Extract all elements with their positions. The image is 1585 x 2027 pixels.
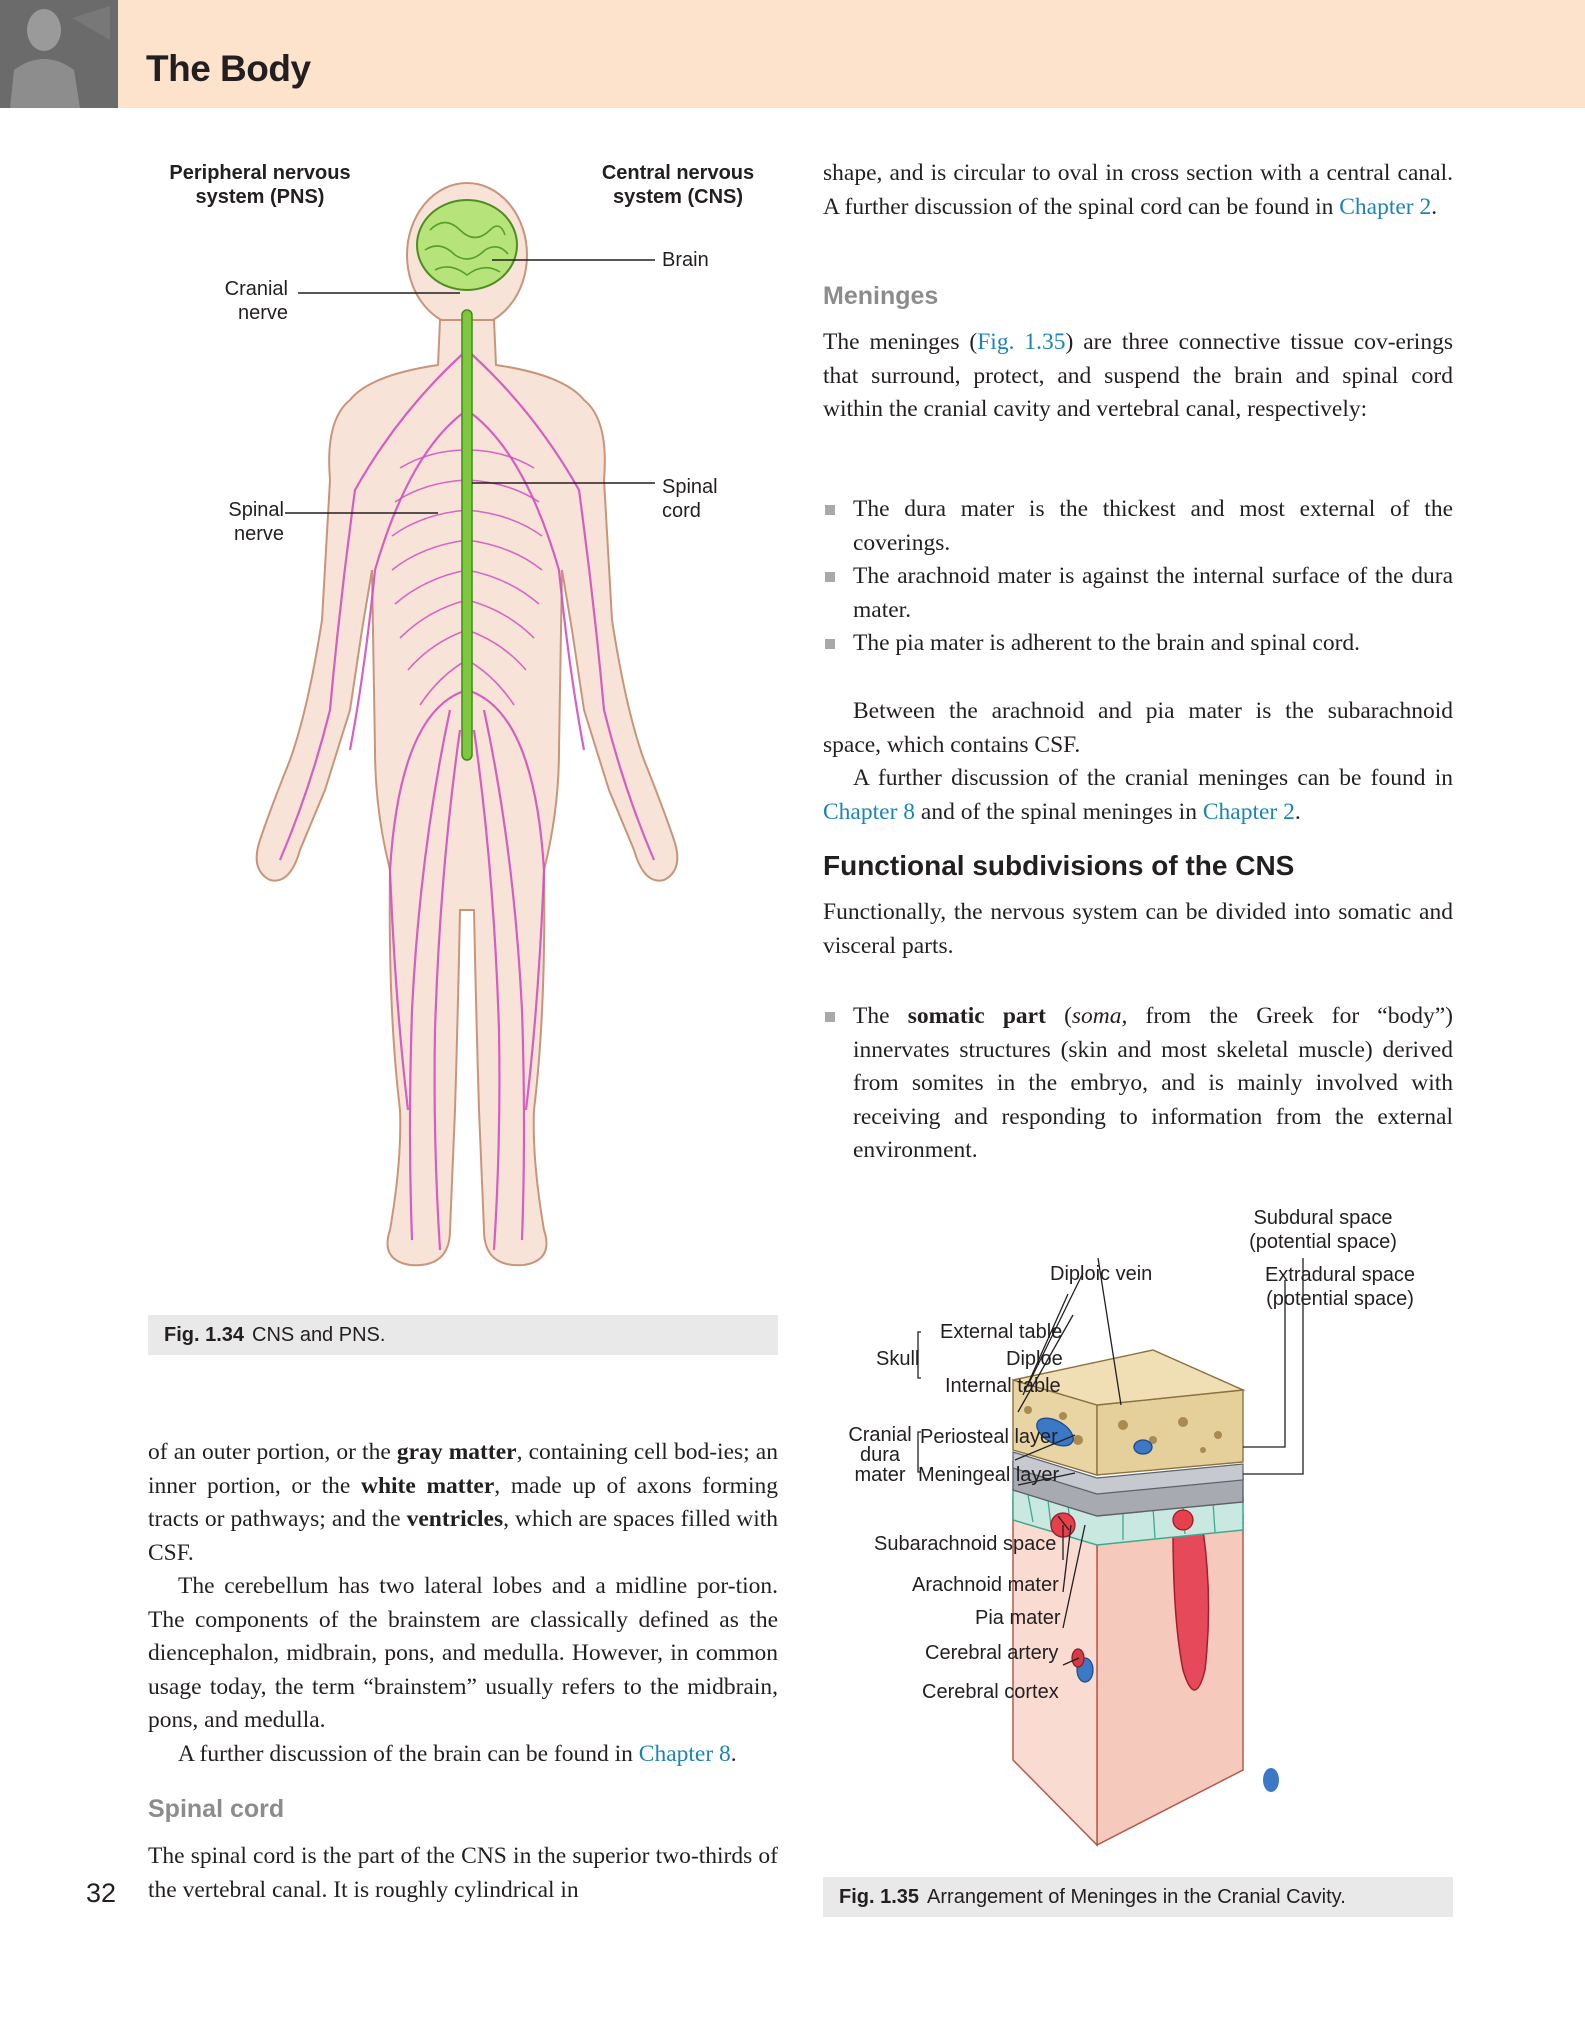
external-table-label: External table (940, 1321, 1063, 1343)
list-item: The arachnoid mater is against the inter… (823, 560, 1453, 627)
cranial-nerve-label: Cranial nerve (224, 278, 288, 324)
fig-1-35-link[interactable]: Fig. 1.35 (977, 329, 1066, 355)
pia-mater-label: Pia mater (975, 1607, 1061, 1629)
spinal-nerve-label: Spinal nerve (228, 499, 284, 545)
page-header: The Body (0, 0, 1585, 108)
subarachnoid-paragraphs: Between the arachnoid and pia mater is t… (823, 698, 1453, 825)
arachnoid-mater-label: Arachnoid mater (912, 1574, 1059, 1596)
figure-number: Fig. 1.34 (164, 1324, 245, 1346)
cns-label: Central nervous system (CNS) (601, 162, 755, 208)
page-title: The Body (146, 48, 311, 89)
diploe-label: Diploe (1006, 1348, 1063, 1370)
figure-1-34-caption: Fig. 1.34 CNS and PNS. (148, 1315, 778, 1355)
meninges-paragraph: The meninges (Fig. 1.35) are three conne… (823, 329, 1453, 422)
meningeal-layer-label: Meningeal layer (918, 1464, 1060, 1486)
header-thumbnail-image (0, 0, 118, 108)
pns-label: Peripheral nervous system (PNS) (169, 162, 351, 208)
chapter-8-link[interactable]: Chapter 8 (823, 798, 916, 825)
chapter-8-link[interactable]: Chapter 8 (638, 1740, 731, 1767)
spinal-cord-heading: Spinal cord (148, 1795, 285, 1823)
subdural-space-label: Subdural space (potential space) (1249, 1207, 1397, 1253)
internal-table-label: Internal table (945, 1375, 1061, 1397)
list-item: The dura mater is the thickest and most … (823, 493, 1453, 560)
figure-1-35-caption: Fig. 1.35 Arrangement of Meninges in the … (823, 1877, 1453, 1917)
chapter-2-link[interactable]: Chapter 2 (1339, 193, 1432, 220)
cerebral-artery-label: Cerebral artery (925, 1642, 1059, 1664)
brain-label: Brain (662, 249, 709, 271)
functional-subdivisions-heading: Functional subdivisions of the CNS (823, 850, 1295, 881)
skull-label: Skull (876, 1348, 920, 1370)
meninges-heading: Meninges (823, 282, 939, 310)
chapter-2-link[interactable]: Chapter 2 (1202, 798, 1295, 825)
meninges-bullet-list: The dura mater is the thickest and most … (823, 493, 1453, 661)
somatic-bullet-list: The somatic part (soma, from the Greek f… (823, 1000, 1453, 1168)
spinal-cord-paragraph: The spinal cord is the part of the CNS i… (148, 1843, 778, 1903)
paragraph: The cerebellum has two lateral lobes and… (148, 1573, 778, 1733)
cranial-dura-mater-label: Cranial dura mater (848, 1424, 912, 1486)
extradural-space-label: Extradural space (potential space) (1264, 1264, 1416, 1310)
caption-text: Arrangement of Meninges in the Cranial C… (927, 1886, 1346, 1908)
left-column-text: of an outer portion, or the gray matter,… (148, 1436, 778, 1771)
figure-1-34-nervous-system (255, 182, 679, 1267)
functional-paragraph: Functionally, the nervous system can be … (823, 899, 1453, 959)
cerebral-cortex-label: Cerebral cortex (922, 1681, 1059, 1703)
diploic-vein-label: Diploic vein (1050, 1263, 1153, 1285)
page-number: 32 (86, 1878, 117, 1908)
figure-1-35-meninges (917, 1257, 1304, 1847)
subarachnoid-space-label: Subarachnoid space (874, 1533, 1057, 1555)
paragraph: of an outer portion, or the gray matter,… (148, 1439, 779, 1566)
periosteal-layer-label: Periosteal layer (920, 1426, 1058, 1448)
figure-number: Fig. 1.35 (839, 1886, 920, 1908)
list-item: The somatic part (soma, from the Greek f… (823, 1000, 1453, 1168)
caption-text: CNS and PNS. (252, 1324, 386, 1346)
right-column-top-paragraph: shape, and is circular to oval in cross … (823, 160, 1453, 220)
list-item: The pia mater is adherent to the brain a… (823, 627, 1453, 661)
spinal-cord-label: Spinal cord (662, 476, 718, 522)
paragraph: A further discussion of the brain can be… (178, 1740, 737, 1767)
